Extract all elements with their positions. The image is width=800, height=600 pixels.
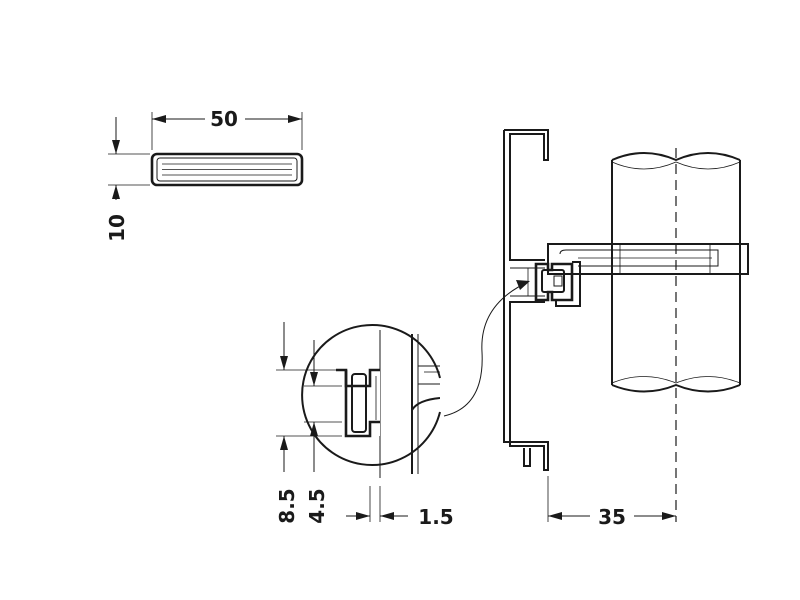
wall-profile xyxy=(503,129,549,471)
profile-section-view xyxy=(150,152,304,187)
dimension-offset: 35 xyxy=(547,476,676,529)
dimension-height-label: 10 xyxy=(105,214,129,242)
dimension-wall-thickness: 1.5 xyxy=(346,486,454,529)
detail-view xyxy=(301,324,441,478)
clamp-bracket xyxy=(534,243,749,307)
dimension-wall-thickness-label: 1.5 xyxy=(418,505,453,529)
tube-view xyxy=(611,148,741,522)
dimension-offset-label: 35 xyxy=(598,505,626,529)
dimension-width-label: 50 xyxy=(210,107,238,131)
detail-leader xyxy=(443,280,530,417)
dimension-slot-outer: 8.5 xyxy=(275,322,342,524)
dimension-width: 50 xyxy=(151,107,303,150)
dimension-slot-inner: 4.5 xyxy=(304,340,342,524)
dimension-slot-outer-label: 8.5 xyxy=(275,488,299,523)
dimension-slot-inner-label: 4.5 xyxy=(305,488,329,523)
dimension-height: 10 xyxy=(105,117,150,242)
